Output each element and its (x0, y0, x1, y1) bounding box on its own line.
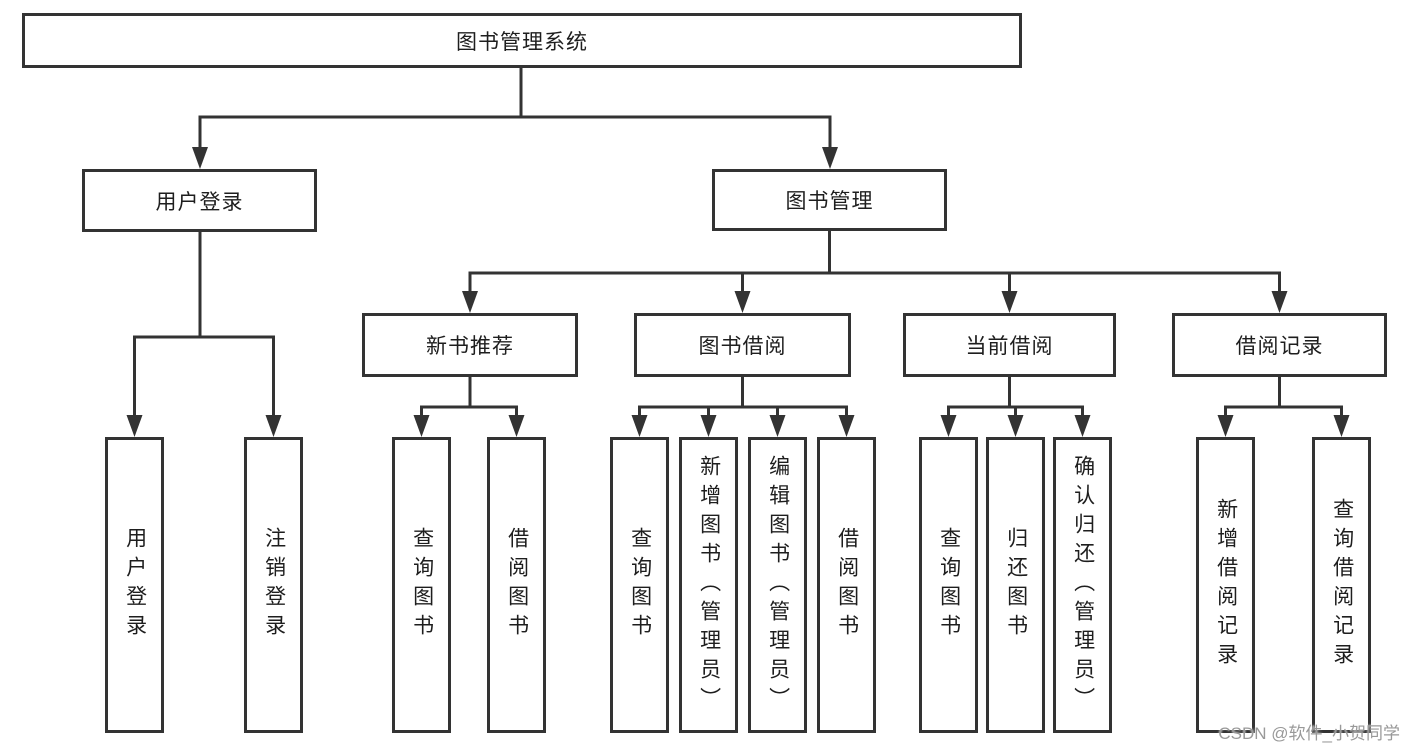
arrow-down-icon (1007, 415, 1024, 437)
arrow-down-icon (734, 291, 751, 313)
leaf-current-query-books: 查询图书 (919, 437, 978, 733)
node-book-borrow: 图书借阅 (634, 313, 851, 377)
newbook-connector-lines (420, 376, 518, 431)
leaf-newbook-query-books: 查询图书 (392, 437, 451, 733)
arrow-down-icon (462, 291, 478, 313)
leaf-user-login: 用户登录 (105, 437, 164, 733)
leaf-borrow-add-books-admin: 新增图书（管理员） (679, 437, 738, 733)
node-book-management-label: 图书管理 (785, 190, 874, 213)
leaf-borrow-query-books-label: 查询图书 (628, 527, 652, 643)
node-user-login: 用户登录 (82, 169, 317, 232)
leaf-current-return-books: 归还图书 (986, 437, 1045, 733)
node-root: 图书管理系统 (22, 13, 1022, 68)
node-borrow-record: 借阅记录 (1172, 313, 1387, 377)
node-current-borrow-label: 当前借阅 (965, 335, 1054, 358)
arrow-down-icon (508, 415, 525, 437)
level1-arrow-shafts (198, 117, 832, 163)
node-user-login-label: 用户登录 (155, 190, 244, 214)
node-current-borrow: 当前借阅 (903, 313, 1116, 377)
leaf-newbook-query-books-label: 查询图书 (410, 527, 434, 643)
leaf-borrow-edit-books-admin: 编辑图书（管理员） (748, 437, 807, 733)
leaf-record-query-label: 查询借阅记录 (1330, 498, 1354, 672)
leaf-borrow-borrow-books: 借阅图书 (817, 437, 876, 733)
borrow-connector-lines (638, 376, 848, 431)
arrow-down-icon (631, 415, 648, 437)
leaf-borrow-query-books: 查询图书 (610, 437, 669, 733)
leaf-current-query-books-label: 查询图书 (937, 527, 961, 643)
leaf-record-query: 查询借阅记录 (1312, 437, 1371, 733)
node-book-borrow-label: 图书借阅 (698, 335, 787, 358)
leaf-borrow-add-books-admin-label: 新增图书（管理员） (697, 454, 721, 716)
arrow-down-icon (1333, 415, 1350, 437)
watermark: CSDN @软件_小贺同学 (1218, 724, 1400, 743)
arrow-down-icon (1217, 415, 1234, 437)
arrow-down-icon (769, 415, 786, 437)
level2-arrow-shafts (468, 273, 1281, 307)
arrow-down-icon (1271, 291, 1288, 313)
record-connector-lines (1224, 376, 1343, 431)
leaf-logout: 注销登录 (244, 437, 303, 733)
arrowheads-group (126, 147, 1350, 437)
leaf-current-confirm-return-admin: 确认归还（管理员） (1053, 437, 1112, 733)
node-new-book-recommend-label: 新书推荐 (426, 335, 514, 358)
arrow-down-icon (940, 415, 957, 437)
leaf-record-add-label: 新增借阅记录 (1214, 498, 1238, 672)
login-arrow-shafts (133, 337, 275, 431)
leaf-borrow-edit-books-admin-label: 编辑图书（管理员） (766, 454, 790, 716)
arrow-down-icon (700, 415, 717, 437)
leaf-newbook-borrow-books-label: 借阅图书 (505, 527, 529, 643)
node-borrow-record-label: 借阅记录 (1235, 335, 1324, 358)
leaf-current-return-books-label: 归还图书 (1004, 527, 1028, 643)
arrow-down-icon (1074, 415, 1091, 437)
node-root-label: 图书管理系统 (456, 30, 588, 54)
leaf-borrow-borrow-books-label: 借阅图书 (835, 527, 859, 643)
arrow-down-icon (126, 415, 143, 437)
leaf-logout-label: 注销登录 (262, 527, 286, 643)
leaf-record-add: 新增借阅记录 (1196, 437, 1255, 733)
arrow-down-icon (1001, 291, 1018, 313)
arrow-down-icon (822, 147, 838, 169)
node-new-book-recommend: 新书推荐 (362, 313, 578, 377)
arrow-down-icon (838, 415, 855, 437)
leaf-current-confirm-return-admin-label: 确认归还（管理员） (1071, 454, 1095, 716)
leaf-newbook-borrow-books: 借阅图书 (487, 437, 546, 733)
arrow-down-icon (192, 147, 208, 169)
leaf-user-login-label: 用户登录 (123, 527, 147, 643)
arrow-down-icon (413, 415, 430, 437)
arrow-down-icon (265, 415, 282, 437)
node-book-management: 图书管理 (712, 169, 947, 231)
